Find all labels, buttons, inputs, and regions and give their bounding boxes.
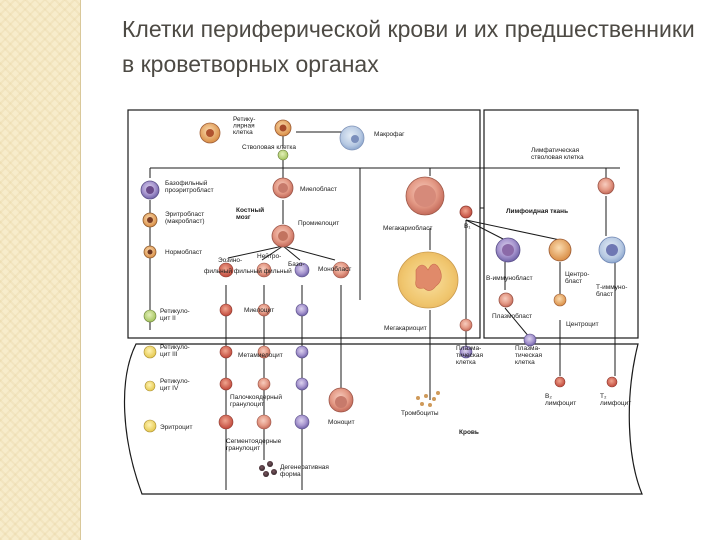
monoblast (332, 261, 350, 279)
plasma-cell-1 (459, 345, 473, 359)
label-myelocyte: Миелоцит (244, 307, 274, 314)
macrophage-nucleus (351, 135, 359, 143)
label-platelets: Тромбоциты (401, 409, 439, 417)
b1-cell (459, 205, 473, 219)
label-megakaryocyte: Мегакариоцит (384, 325, 427, 332)
label-eosino: Эозино- (218, 257, 242, 264)
degenerative-form-cells (259, 461, 277, 477)
label-b-immunoblast: В-иммунобласт (486, 274, 533, 282)
centrocyte (553, 293, 567, 307)
myeloblast-nucleus (278, 183, 288, 193)
label-erythroblast: Эритробласт(макробласт) (165, 210, 205, 225)
label-erythrocyte: Эритроцит (160, 424, 192, 431)
label-myeloblast: Миелобласт (300, 185, 337, 193)
label-monocyte: Моноцит (328, 419, 355, 426)
label-baso: Базо- (288, 261, 305, 268)
t-immunoblast-nucleus (606, 244, 618, 256)
myelocyte-eos (219, 303, 233, 317)
label-t-immunoblast: Т-иммуно-бласт (596, 284, 627, 298)
label-neutro: Нейтро- (257, 252, 281, 260)
label-phil-line: фильный фильный фильный (204, 267, 292, 275)
cells (140, 119, 626, 477)
neutrophil-promyelocyte (256, 262, 272, 278)
label-macrophage: Макрофаг (374, 131, 405, 138)
segmented-baso (294, 414, 310, 430)
band-eos (219, 377, 233, 391)
reticulocyte-3 (143, 345, 157, 359)
label-megakaryoblast: Мегакариобласт (383, 224, 432, 232)
label-blood: Кровь (459, 429, 479, 436)
myelocyte-baso (295, 303, 309, 317)
eosinophil-promyelocyte (218, 262, 234, 278)
lymphatic-stem-cell (597, 177, 615, 195)
monocyte-nucleus (335, 396, 347, 408)
centroblast (548, 238, 572, 262)
megakaryocyte-nucleus (415, 263, 442, 291)
label-normoblast: Нормобласт (165, 248, 202, 256)
stem-cell-2 (277, 149, 289, 161)
reticular-cell-nucleus (206, 129, 214, 137)
reticulocyte-4 (144, 380, 156, 392)
erythroblast-nucleus (147, 217, 153, 223)
reticulocyte-2 (143, 309, 157, 323)
metamyelocyte-eos (219, 345, 233, 359)
myelocyte-neu (257, 303, 271, 317)
label-lymphoid-tissue: Лимфоидная ткань (506, 208, 568, 215)
label-reticulocyte-2: Ретикуло-цит II (160, 308, 190, 322)
label-stem-cell: Стволовая клетка (242, 144, 296, 151)
promyelocyte-nucleus (278, 231, 288, 241)
platelets-cluster (416, 391, 440, 407)
b2-lymphocyte (554, 376, 566, 388)
metamyelocyte-baso (295, 345, 309, 359)
basophil-promyelocyte (294, 262, 310, 278)
band-neu (257, 377, 271, 391)
plasma-cell-2 (523, 333, 537, 347)
megakaryocyte-small (459, 318, 473, 332)
bone-marrow-panel (127, 109, 481, 339)
side-strip-border (80, 0, 81, 540)
segmented-neu (256, 414, 272, 430)
label-reticulocyte-4: Ретикуло-цит IV (160, 378, 190, 392)
megakaryoblast-nucleus (414, 185, 436, 207)
erythrocyte (143, 419, 157, 433)
basophilic-proerythroblast-nucleus (146, 186, 154, 194)
metamyelocyte-neu (257, 345, 271, 359)
band-baso (295, 377, 309, 391)
b-immunoblast-nucleus (502, 244, 514, 256)
decorative-side-strip (0, 0, 80, 540)
segmented-eos (218, 414, 234, 430)
label-reticulocyte-3: Ретикуло-цит III (160, 344, 190, 358)
blood-region-outline (123, 343, 643, 495)
label-metamyelocyte: Метамиелоцит (238, 352, 283, 359)
plasmoblast (498, 292, 514, 308)
label-centroblast: Центро-бласт (565, 271, 589, 285)
t2-lymphocyte (606, 376, 618, 388)
label-monoblast: Монобласт (318, 265, 351, 273)
normoblast-nucleus (147, 249, 153, 255)
label-b1: B₁ (464, 223, 471, 230)
stem-cell-nucleus (279, 124, 287, 132)
label-promyelocyte: Промиелоцит (298, 220, 339, 227)
label-centrocyte: Центроцит (566, 321, 599, 328)
slide-title: Клетки периферической крови и их предшес… (122, 16, 695, 77)
label-plasmoblast: Плазмобласт (492, 312, 532, 320)
